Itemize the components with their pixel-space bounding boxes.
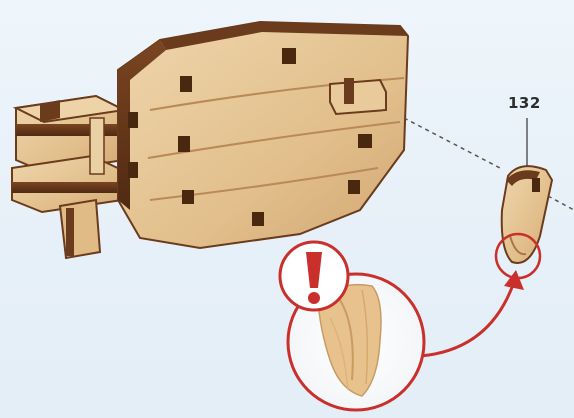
part-132-piece [502,166,552,263]
callout-arrow [420,282,514,356]
part-number-label: 132 [508,94,541,112]
hull-assembly [12,22,408,258]
hull-panel [118,22,408,248]
left-clamp-block [12,96,124,258]
warning-badge [280,242,348,310]
